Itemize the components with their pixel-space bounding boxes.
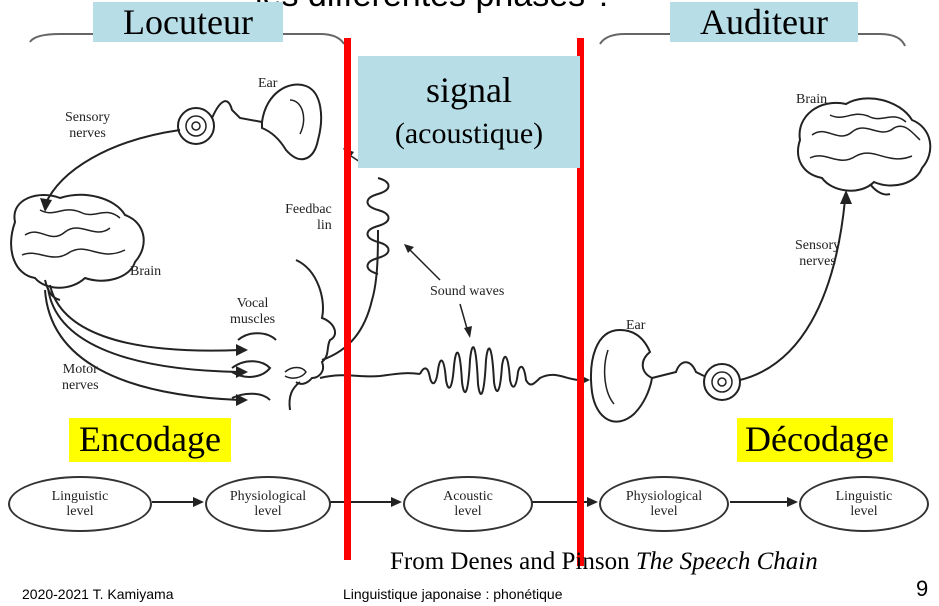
brain-left-label: Brain [130, 264, 162, 279]
footer-course: Linguistique japonaise : phonétique [343, 586, 563, 602]
signal-label-line2: (acoustique) [394, 117, 544, 150]
vocal-muscles-label: Vocal muscles [230, 296, 276, 328]
motor-nerves-label: Motor nerves [62, 362, 99, 394]
slide-title: les différentes phases ? [255, 0, 614, 15]
citation-prefix: From Denes and Pinson [390, 548, 636, 575]
divider-left-red-line [344, 38, 351, 560]
left-brain-icon [10, 193, 145, 301]
listener-label: Auditeur [670, 2, 858, 42]
sensory-nerves-left-label: Sensory nerves [65, 110, 111, 142]
sensory-nerves-right-label: Sensory nerves [795, 238, 841, 270]
head-profile-icon [284, 259, 337, 411]
divider-right-red-line [577, 38, 584, 566]
citation-title: The Speech Chain [635, 548, 818, 575]
sound-waves-label: Sound waves [430, 284, 505, 299]
signal-label: signal (acoustique) [358, 56, 580, 168]
brain-right-label: Brain [796, 92, 828, 107]
decoding-label: Décodage [737, 418, 893, 462]
right-ear-icon [590, 328, 741, 423]
ear-right-label: Ear [626, 318, 646, 333]
right-brain-icon [797, 97, 932, 196]
ear-left-label: Ear [258, 76, 278, 91]
feedback-link-label: Feedbac lin [285, 202, 332, 234]
footer-author: 2020-2021 T. Kamiyama [22, 586, 174, 602]
speaker-label: Locuteur [93, 2, 283, 42]
page-number: 9 [916, 576, 929, 601]
left-ear-icon [177, 83, 323, 161]
encoding-label: Encodage [69, 418, 231, 462]
signal-label-line1: signal [426, 70, 512, 110]
citation: From Denes and Pinson The Speech Chain [390, 548, 818, 576]
